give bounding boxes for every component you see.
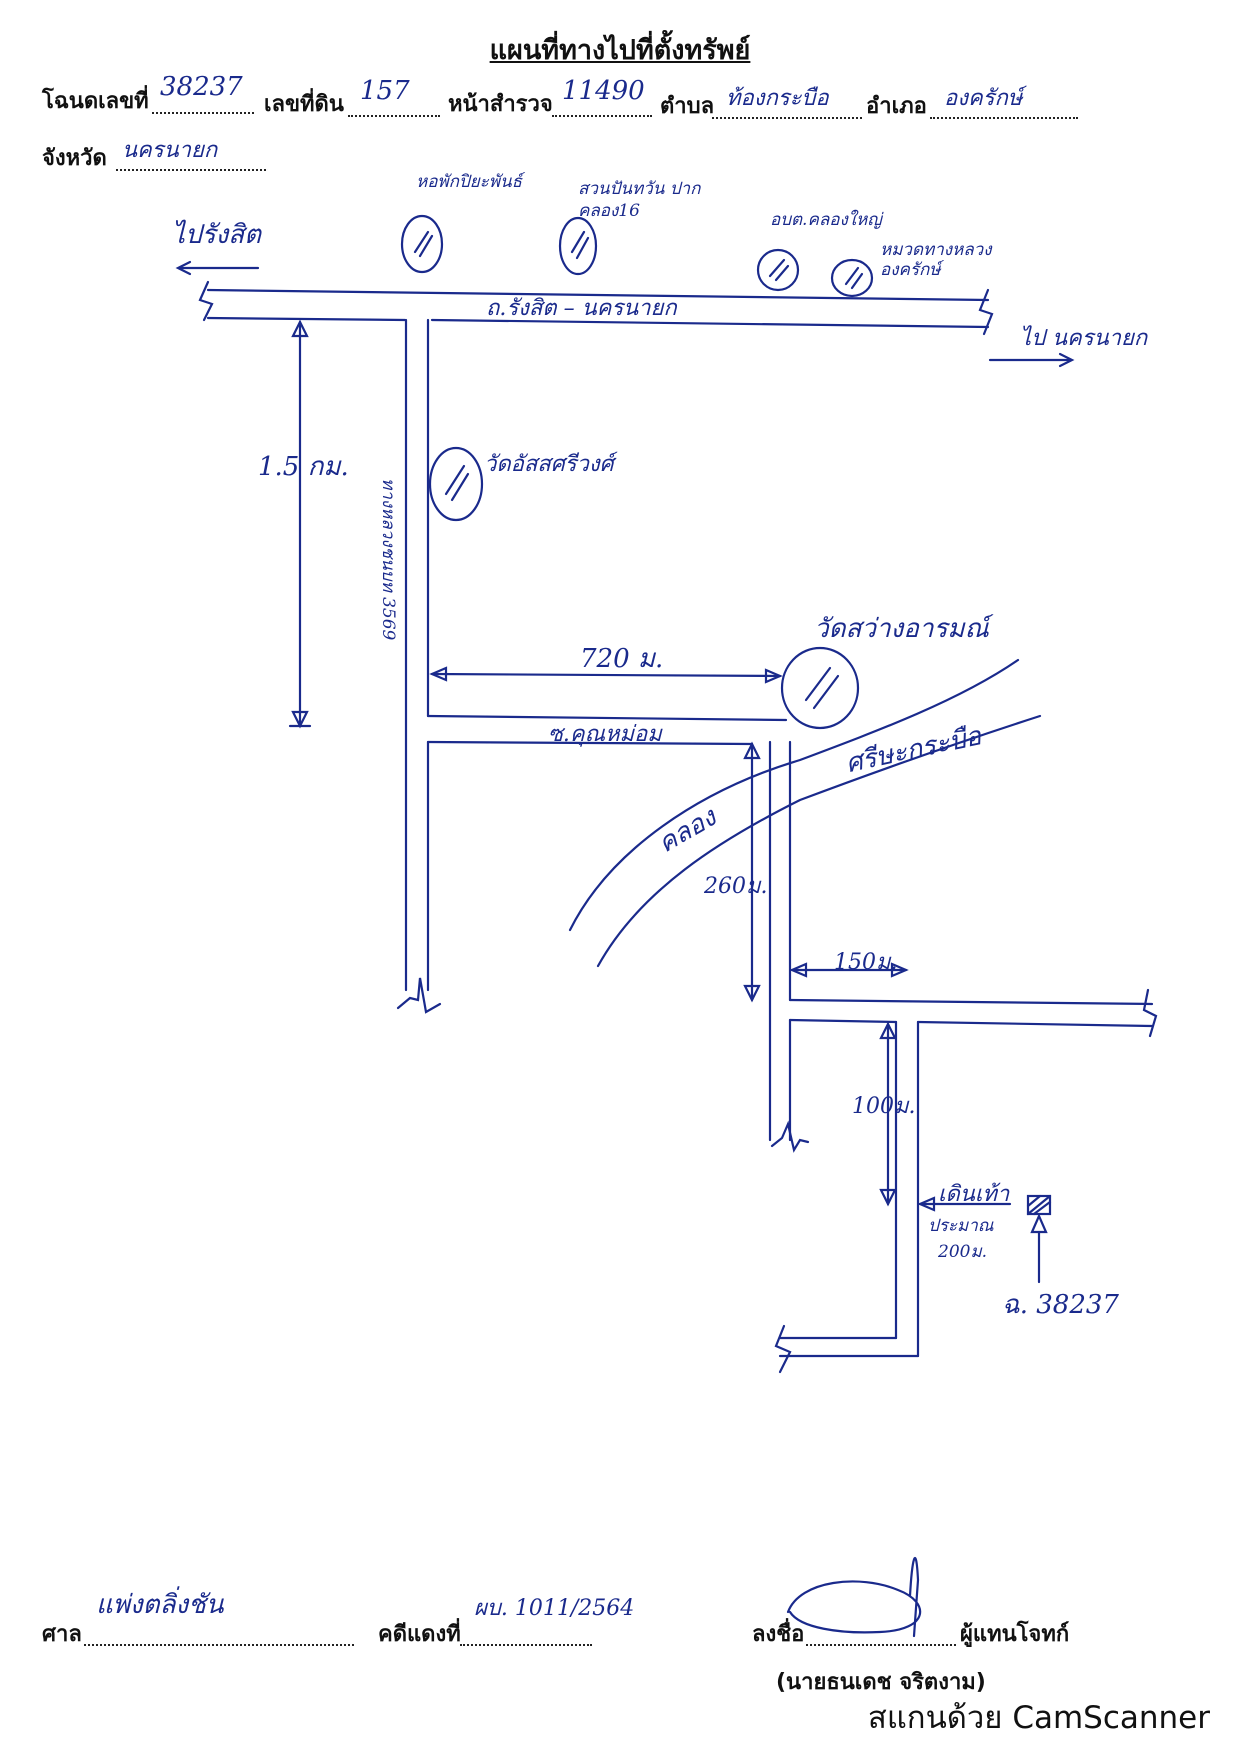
court-label: ศาล — [42, 1622, 82, 1647]
dim-150-head-right — [890, 962, 909, 978]
signature-scribble — [786, 1556, 922, 1638]
label-to-nakhon-nayok: ไป นครนายก — [1020, 326, 1148, 351]
sign-blank — [806, 1614, 956, 1646]
main-road-bottom-edge-right — [430, 318, 990, 329]
dim-720-head-right — [764, 668, 783, 684]
scanner-watermark: สแกนด้วย CamScanner — [867, 1700, 1210, 1736]
canal-bank-lower — [596, 714, 1042, 968]
survey-blank — [552, 85, 652, 117]
garden-hatch — [570, 230, 590, 260]
label-main-road: ถ.รังสิต – นครนายก — [486, 296, 677, 321]
parcel-pin-icon — [1030, 1213, 1048, 1234]
deed-value: 38237 — [160, 72, 243, 102]
road4-break — [774, 1324, 792, 1374]
label-approx: ประมาณ — [928, 1216, 994, 1236]
province-blank — [116, 139, 266, 171]
label-police: หมวดทางหลวง องครักษ์ — [880, 240, 992, 280]
temple2-hatch — [804, 666, 840, 710]
dim-100-head-top — [879, 1021, 897, 1040]
label-dist-200: 200ม. — [938, 1242, 988, 1262]
subdistrict-blank — [712, 87, 862, 119]
case-label: คดีแดงที่ — [378, 1622, 461, 1647]
deed-label: โฉนดเลขที่ — [42, 89, 149, 114]
dim-15km-head-top — [291, 319, 309, 338]
dorm-icon — [400, 214, 444, 274]
label-dist-260: 260ม. — [704, 874, 768, 899]
main-road-bottom-edge-left — [206, 316, 407, 322]
label-sao: อบต.คลองใหญ่ — [770, 210, 882, 230]
sign-role: ผู้แทนโจทก์ — [960, 1622, 1070, 1647]
arrow-right-head — [1058, 352, 1075, 368]
subdistrict-label: ตำบล — [660, 94, 715, 119]
temple2-icon — [780, 646, 860, 730]
road3-bottom-edge-right — [916, 1020, 1154, 1028]
case-blank — [460, 1614, 592, 1646]
subdistrict-value: ท้องกระบือ — [726, 86, 829, 111]
police-hatch — [844, 266, 864, 290]
label-dist-720: 720 ม. — [580, 644, 664, 674]
dorm-hatch — [413, 230, 434, 258]
province-label: จังหวัด — [42, 146, 107, 171]
page-title: แผนที่ทางไปที่ตั้งทรัพย์ — [489, 35, 751, 66]
survey-value: 11490 — [562, 76, 645, 106]
parcel-marker-hatch — [1026, 1194, 1052, 1216]
canal-bank-upper — [568, 658, 1020, 932]
arrow-left-head — [175, 260, 192, 276]
survey-label: หน้าสำรวจ — [448, 92, 553, 117]
label-walk: เดินเท้า — [938, 1182, 1010, 1207]
label-to-rangsit: ไปรังสิต — [172, 220, 261, 250]
label-garden: สวนปันทวัน ปากคลอง16 — [578, 179, 701, 221]
label-soi: ซ.คุณหม่อม — [548, 722, 662, 747]
temple1-hatch — [444, 464, 470, 502]
signer-name: (นายธนเดช จริตงาม) — [776, 1670, 986, 1695]
province-value: นครนายก — [122, 138, 218, 163]
label-dist-15km: 1.5 กม. — [258, 452, 349, 482]
label-temple2: วัดสว่างอารมณ์ — [814, 614, 989, 644]
label-temple1: วัดอัสสศรีวงศ์ — [484, 452, 614, 477]
road2-break — [770, 1120, 810, 1153]
sign-label: ลงชื่อ — [752, 1622, 805, 1647]
land-no-label: เลขที่ดิน — [264, 92, 344, 117]
label-dorm: หอพักปิยะพันธ์ — [416, 172, 523, 192]
road3-break — [1142, 988, 1158, 1038]
main-road-break-left — [198, 280, 214, 322]
dim-260-head-bottom — [743, 984, 761, 1003]
label-dist-150: 150ม. — [834, 950, 898, 975]
sao-icon — [756, 248, 800, 292]
garden-icon — [558, 216, 598, 276]
district-value: องครักษ์ — [944, 86, 1023, 111]
dim-15km-head-bottom — [291, 710, 309, 729]
court-value: แพ่งตลิ่งชัน — [96, 1590, 224, 1620]
main-road-break-right — [978, 288, 994, 336]
district-label: อำเภอ — [866, 94, 927, 119]
police-icon — [830, 258, 874, 298]
temple1-icon — [428, 446, 484, 522]
main-road-top-edge — [206, 288, 990, 302]
dim-260-head-top — [743, 741, 761, 760]
dim-720-head-left — [429, 666, 448, 682]
deed-blank — [152, 82, 254, 114]
road3-top-edge — [788, 998, 1154, 1006]
label-dist-100: 100ม. — [852, 1094, 916, 1119]
land-no-value: 157 — [360, 76, 410, 106]
soi-top-edge — [426, 714, 788, 722]
side-road-break — [396, 977, 442, 1014]
case-value: ผบ. 1011/2564 — [474, 1596, 635, 1621]
dim-150-head-left — [789, 962, 808, 978]
walk-arrow-head — [917, 1196, 936, 1212]
label-side-road: ทางหลวงชนบท 3569 — [378, 478, 398, 641]
road3-bottom-edge-left — [788, 1018, 898, 1024]
sao-hatch — [768, 258, 790, 282]
land-no-blank — [348, 85, 440, 117]
court-blank — [84, 1614, 354, 1646]
dim-100-head-bottom — [879, 1188, 897, 1207]
soi-bottom-edge — [426, 740, 754, 746]
label-parcel: ฉ. 38237 — [1002, 1290, 1119, 1320]
dim-720-line — [430, 672, 782, 678]
district-blank — [930, 87, 1078, 119]
